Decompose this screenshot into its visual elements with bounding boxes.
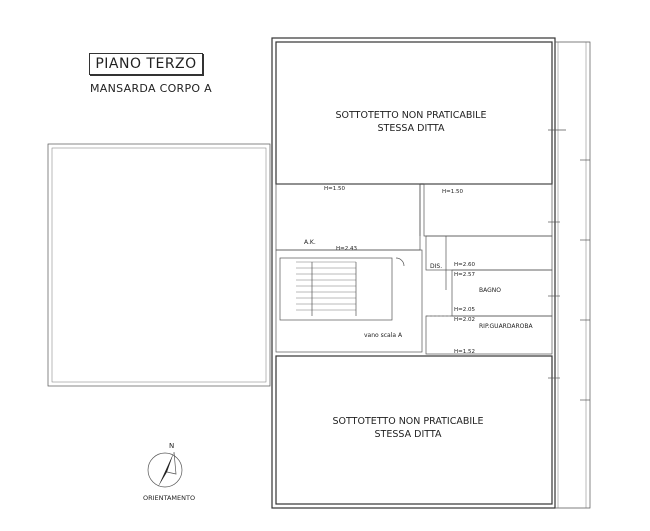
height-label: H=2.02	[454, 317, 475, 323]
plan-title: PIANO TERZO	[89, 53, 203, 75]
storage-label: RIP.GUARDAROBA	[479, 323, 533, 330]
attic-bottom	[275, 355, 553, 505]
height-label: H=1.50	[324, 186, 345, 192]
height-label: H=2.43	[336, 246, 357, 252]
attic-bottom-label-2: STESSA DITTA	[375, 429, 442, 440]
central-rooms	[275, 183, 553, 355]
height-label: H=1.50	[442, 189, 463, 195]
orientation-label: ORIENTAMENTO	[143, 494, 195, 502]
corridor-label: A.K.	[304, 239, 316, 246]
left-terrace	[47, 143, 271, 387]
compass: N ORIENTAMENTO	[143, 442, 195, 502]
stair-label: vano scala A	[364, 332, 403, 339]
attic-top-label-1: SOTTOTETTO NON PRATICABILE	[336, 110, 487, 121]
height-label: H=2.05	[454, 307, 475, 313]
plan-subtitle: MANSARDA CORPO A	[90, 82, 212, 95]
bathroom-label: BAGNO	[479, 287, 501, 294]
height-label: H=2.57	[454, 272, 475, 278]
right-wall-marks	[548, 129, 590, 401]
dis-label: DIS.	[430, 263, 442, 270]
building-outline	[271, 37, 591, 509]
attic-top-label-2: STESSA DITTA	[378, 123, 445, 134]
north-label: N	[169, 442, 174, 450]
height-label: H=2.60	[454, 262, 475, 268]
height-label: H=1.52	[454, 349, 475, 355]
attic-bottom-label-1: SOTTOTETTO NON PRATICABILE	[333, 416, 484, 427]
stair	[296, 257, 405, 316]
